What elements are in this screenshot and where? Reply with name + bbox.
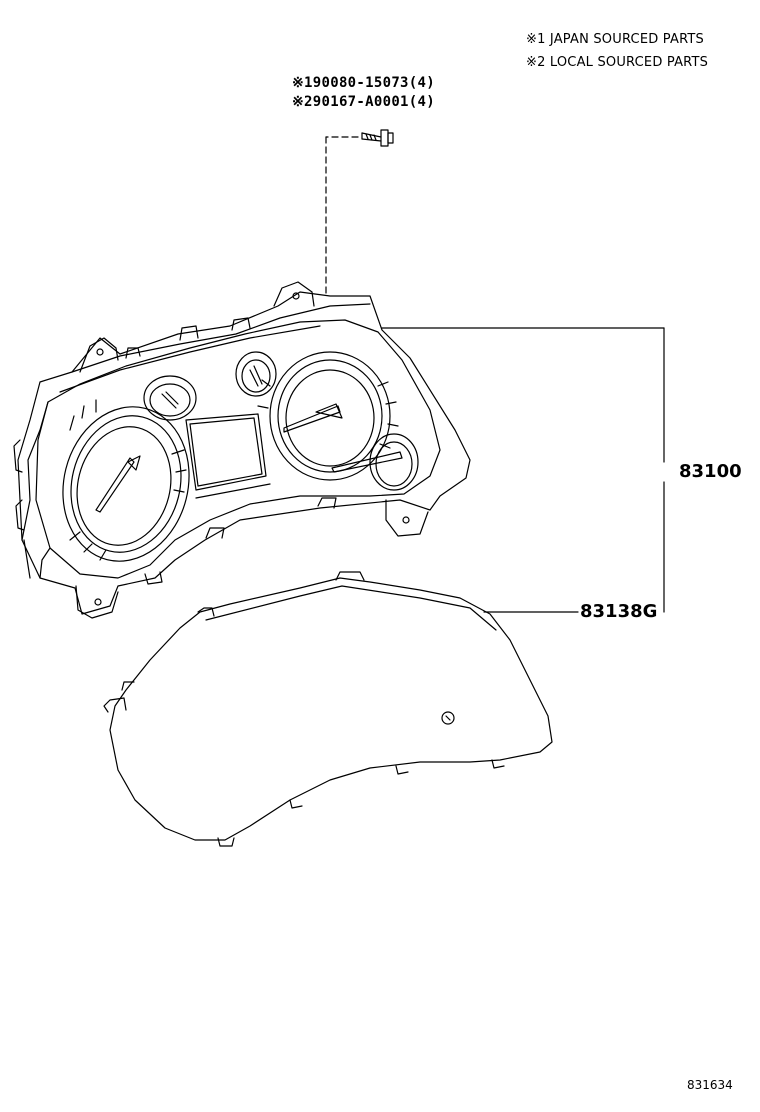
legend-japan-sourced: ※1 JAPAN SOURCED PARTS [526, 32, 704, 47]
callout-83138g[interactable]: 83138G [580, 601, 658, 622]
speedometer-gauge [62, 399, 190, 562]
temperature-gauge [235, 351, 277, 397]
tachometer-gauge [257, 351, 399, 481]
callout-leader-83100 [381, 327, 665, 613]
bolt-part-number-japan[interactable]: ※190080-15073(4) [292, 75, 435, 91]
callout-83100[interactable]: 83100 [679, 461, 742, 482]
fuel-gauge [143, 375, 197, 421]
diagram-id: 831634 [687, 1078, 733, 1092]
meter-glass-cover [103, 571, 553, 847]
combination-meter-housing [13, 281, 471, 619]
bolt-part-number-local[interactable]: ※290167-A0001(4) [292, 94, 435, 110]
oil-pressure-gauge [331, 433, 419, 491]
center-lcd-display [185, 413, 271, 499]
legend-local-sourced: ※2 LOCAL SOURCED PARTS [526, 55, 709, 70]
screw-leader-dashed [325, 136, 359, 297]
screw-icon [361, 129, 394, 147]
